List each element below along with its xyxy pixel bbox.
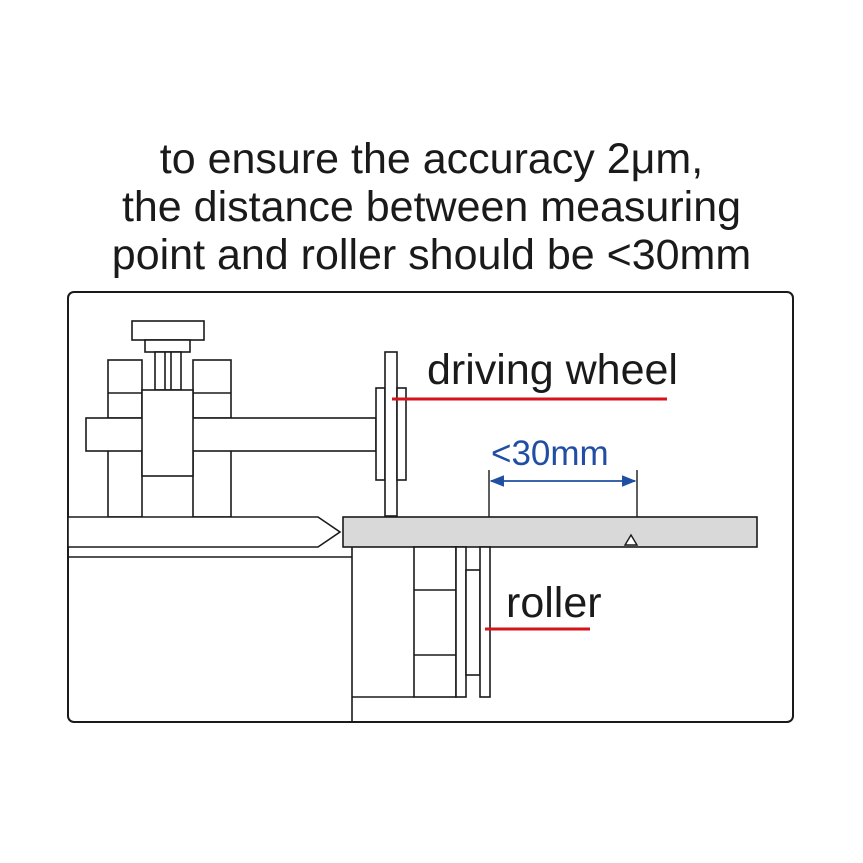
distance-dimension xyxy=(488,470,638,517)
roller-label: roller xyxy=(506,579,602,627)
machine-bed xyxy=(67,516,414,722)
clamp-assembly xyxy=(85,320,377,518)
roller xyxy=(413,546,491,698)
driving-wheel xyxy=(375,351,407,517)
driving-wheel-label: driving wheel xyxy=(427,346,678,394)
measuring-point-marker xyxy=(623,533,639,546)
title-line-2: the distance between measuring xyxy=(121,183,742,231)
diagram-frame xyxy=(67,291,794,723)
workpiece-bar xyxy=(342,516,758,548)
title-line-3: point and roller should be <30mm xyxy=(111,231,752,279)
distance-label: <30mm xyxy=(491,434,609,473)
title-line-1: to ensure the accuracy 2μm, xyxy=(159,135,704,183)
